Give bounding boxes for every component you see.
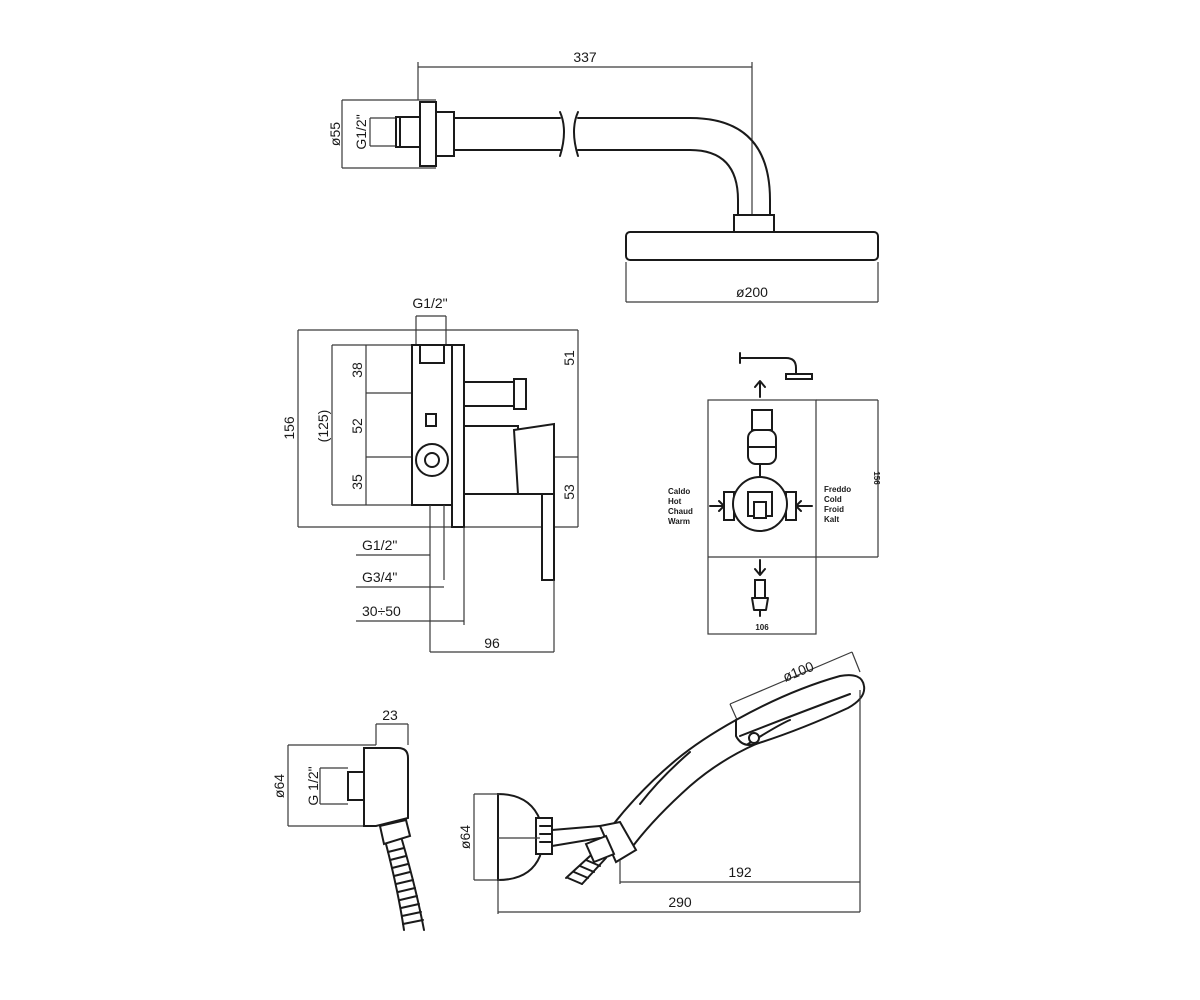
handle-bottom-edge bbox=[629, 743, 757, 851]
head-diameter-label: ø200 bbox=[736, 284, 768, 300]
mixer-cartridge bbox=[463, 425, 519, 495]
hand-shower-drawing: ø100 ø64 bbox=[457, 651, 866, 914]
cold-label-1: Freddo bbox=[824, 485, 851, 494]
flow-height-label: 156 bbox=[872, 471, 881, 485]
wall-depth-label: 30÷50 bbox=[362, 603, 401, 619]
shower-head bbox=[625, 231, 879, 261]
cold-inlet-arrow-icon bbox=[795, 500, 802, 512]
handle-length-label: 192 bbox=[728, 864, 752, 880]
hot-label-1: Caldo bbox=[668, 487, 690, 496]
mini-showerhead-icon bbox=[785, 373, 813, 380]
inlet-thread-label: G1/2" bbox=[362, 537, 397, 553]
handshower-diameter-label: ø100 bbox=[780, 658, 816, 685]
mixer-drawing: G1/2" 156 (125) 38 52 35 51 53 bbox=[281, 295, 579, 653]
outlet-diameter-label: ø64 bbox=[271, 774, 287, 798]
arrow-up-icon bbox=[754, 380, 766, 388]
hot-label-2: Hot bbox=[668, 497, 682, 506]
mixer-height-total-label: 156 bbox=[281, 416, 297, 440]
holder-nut bbox=[535, 817, 553, 855]
mixer-depth-label: 96 bbox=[484, 635, 500, 651]
outlet-width-label: 23 bbox=[382, 707, 398, 723]
hot-label-3: Chaud bbox=[668, 507, 693, 516]
arm-collar bbox=[435, 111, 455, 157]
total-length-label: 290 bbox=[668, 894, 692, 910]
segment-mid-label: 52 bbox=[349, 418, 365, 434]
wall-plate bbox=[451, 344, 465, 528]
outlet-thread-label: G3/4" bbox=[362, 569, 397, 585]
arm-flange bbox=[419, 101, 437, 167]
outlet-thread-label: G 1/2" bbox=[305, 766, 321, 805]
flange-diameter-label: ø55 bbox=[327, 122, 343, 146]
mixer-lever bbox=[541, 493, 555, 581]
outlet-hose-nut bbox=[378, 818, 412, 846]
right-bottom-label: 53 bbox=[561, 484, 577, 500]
arm-length-label: 337 bbox=[573, 49, 597, 65]
cold-label-2: Cold bbox=[824, 495, 842, 504]
head-connector bbox=[733, 214, 775, 233]
holder-diameter-label: ø64 bbox=[457, 825, 473, 849]
arm-thread-label: G1/2" bbox=[353, 114, 369, 149]
arm-tube-top bbox=[453, 117, 771, 216]
mixer-height-inner-label: (125) bbox=[315, 410, 331, 443]
flow-diagram: 156 106 Caldo Hot Chaud Warm Freddo Cold… bbox=[668, 352, 881, 635]
segment-bottom-label: 35 bbox=[349, 474, 365, 490]
cold-label-3: Froid bbox=[824, 505, 844, 514]
flow-width-label: 106 bbox=[755, 623, 769, 632]
handshower-hose-coil bbox=[567, 859, 601, 885]
right-top-label: 51 bbox=[561, 350, 577, 366]
mini-handshower-icon bbox=[754, 579, 766, 599]
hose-coil bbox=[387, 847, 424, 925]
shower-arm-drawing: 337 ø55 G1/2" ø200 bbox=[327, 49, 879, 303]
arm-tube-bottom bbox=[453, 149, 739, 216]
handle-top-edge bbox=[611, 719, 737, 827]
hot-inlet-arrow-icon bbox=[718, 500, 725, 512]
diverter-stem bbox=[463, 381, 515, 407]
mixer-handle-base bbox=[512, 422, 555, 495]
cold-label-4: Kalt bbox=[824, 515, 839, 524]
mixer-top-thread-label: G1/2" bbox=[412, 295, 447, 311]
wall-outlet-drawing: 23 ø64 G 1/2" bbox=[271, 707, 425, 931]
segment-top-label: 38 bbox=[349, 362, 365, 378]
outlet-body bbox=[363, 747, 409, 827]
flow-frame bbox=[707, 399, 817, 635]
hot-label-4: Warm bbox=[668, 517, 690, 526]
arrow-down-icon bbox=[754, 568, 766, 576]
outlet-nipple bbox=[347, 771, 365, 801]
